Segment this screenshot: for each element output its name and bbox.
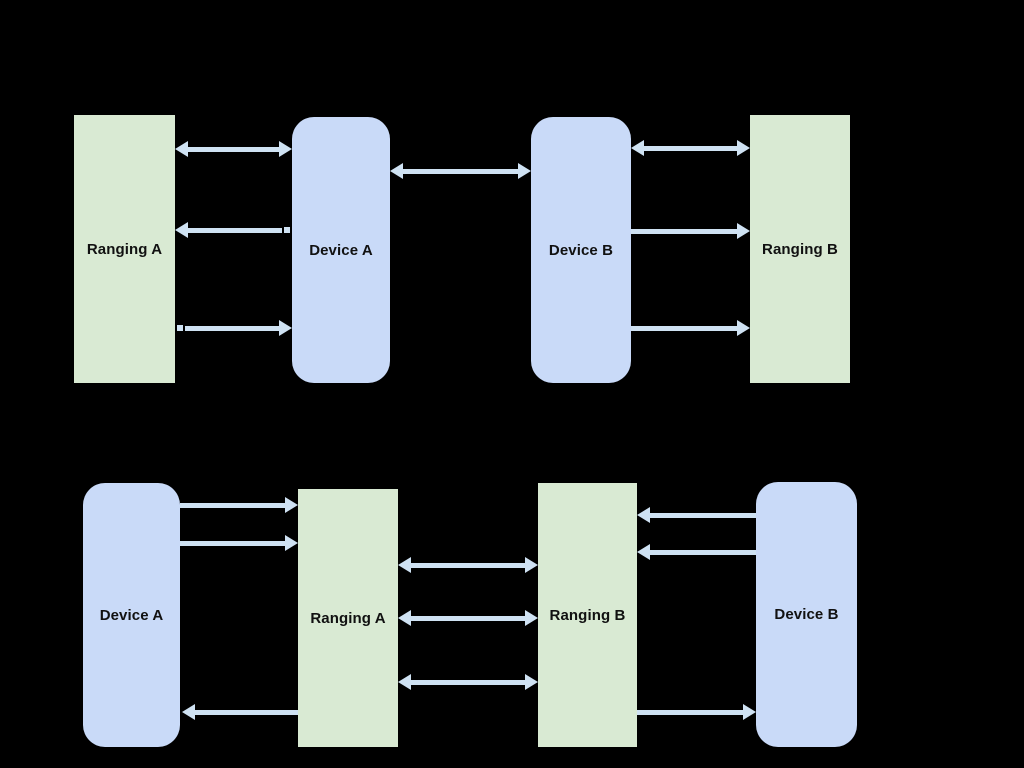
arrowhead-left-icon: [398, 557, 411, 573]
arrow-top-device-a-device-b: [390, 163, 531, 179]
top-device-b-label: Device B: [548, 241, 614, 259]
arrowhead-left-icon: [175, 141, 188, 157]
arrowhead-left-icon: [182, 704, 195, 720]
bottom-ranging-a-label: Ranging A: [310, 609, 386, 627]
arrow-top-ranging-a-device-a-bottom: [175, 320, 292, 336]
arrowhead-left-icon: [175, 222, 188, 238]
arrow-line: [646, 550, 756, 555]
arrow-line: [399, 169, 522, 174]
box-top-device-a: Device A: [292, 117, 390, 383]
square-endpoint-icon: [282, 225, 292, 235]
box-top-ranging-a: Ranging A: [74, 115, 175, 383]
bottom-device-b-label: Device B: [774, 606, 839, 623]
arrowhead-left-icon: [637, 544, 650, 560]
arrow-bottom-device-b-ranging-b-2: [637, 544, 756, 560]
arrowhead-right-icon: [279, 320, 292, 336]
arrow-line: [180, 541, 289, 546]
arrow-line: [191, 710, 298, 715]
arrow-bottom-ranging-a-ranging-b-1: [398, 557, 538, 573]
arrow-bottom-ranging-a-ranging-b-2: [398, 610, 538, 626]
arrowhead-right-icon: [743, 704, 756, 720]
arrowhead-right-icon: [285, 535, 298, 551]
arrow-bottom-device-b-ranging-b-1: [637, 507, 756, 523]
arrowhead-left-icon: [398, 610, 411, 626]
arrowhead-right-icon: [525, 557, 538, 573]
arrowhead-left-icon: [398, 674, 411, 690]
arrow-line: [184, 228, 284, 233]
arrow-line: [180, 503, 289, 508]
arrowhead-left-icon: [637, 507, 650, 523]
arrowhead-right-icon: [525, 610, 538, 626]
square-endpoint-icon: [175, 323, 185, 333]
arrow-line: [407, 680, 529, 685]
box-top-ranging-b: Ranging B: [750, 115, 850, 383]
arrow-top-ranging-a-device-a-top: [175, 141, 292, 157]
top-ranging-b-label: Ranging B: [762, 240, 838, 258]
arrow-line: [183, 326, 283, 331]
arrow-bottom-ranging-a-device-a-return: [182, 704, 298, 720]
arrowhead-right-icon: [737, 140, 750, 156]
arrow-line: [631, 229, 741, 234]
arrow-line: [407, 563, 529, 568]
arrowhead-right-icon: [737, 320, 750, 336]
arrowhead-right-icon: [518, 163, 531, 179]
top-ranging-a-label: Ranging A: [86, 240, 163, 258]
arrow-top-device-b-ranging-b-bottom: [631, 320, 750, 336]
arrow-bottom-ranging-b-device-b-return: [637, 704, 756, 720]
arrow-top-device-a-ranging-a-mid: [175, 222, 292, 238]
arrowhead-right-icon: [279, 141, 292, 157]
arrow-bottom-ranging-a-ranging-b-3: [398, 674, 538, 690]
box-top-device-b: Device B: [531, 117, 631, 383]
box-bottom-device-a: Device A: [83, 483, 180, 747]
arrowhead-right-icon: [737, 223, 750, 239]
box-bottom-ranging-a: Ranging A: [298, 489, 398, 747]
arrow-line: [640, 146, 741, 151]
top-device-a-label: Device A: [309, 241, 373, 259]
arrow-line: [407, 616, 529, 621]
arrowhead-left-icon: [390, 163, 403, 179]
arrow-line: [631, 326, 741, 331]
arrow-bottom-device-a-ranging-a-2: [180, 535, 298, 551]
bottom-ranging-b-label: Ranging B: [549, 606, 626, 624]
box-bottom-device-b: Device B: [756, 482, 857, 747]
arrowhead-left-icon: [631, 140, 644, 156]
arrowhead-right-icon: [525, 674, 538, 690]
arrow-bottom-device-a-ranging-a-1: [180, 497, 298, 513]
arrow-line: [637, 710, 747, 715]
bottom-device-a-label: Device A: [99, 606, 164, 624]
arrow-line: [184, 147, 283, 152]
arrow-line: [646, 513, 756, 518]
arrowhead-right-icon: [285, 497, 298, 513]
arrow-top-device-b-ranging-b-mid: [631, 223, 750, 239]
arrow-top-device-b-ranging-b-top: [631, 140, 750, 156]
box-bottom-ranging-b: Ranging B: [538, 483, 637, 747]
